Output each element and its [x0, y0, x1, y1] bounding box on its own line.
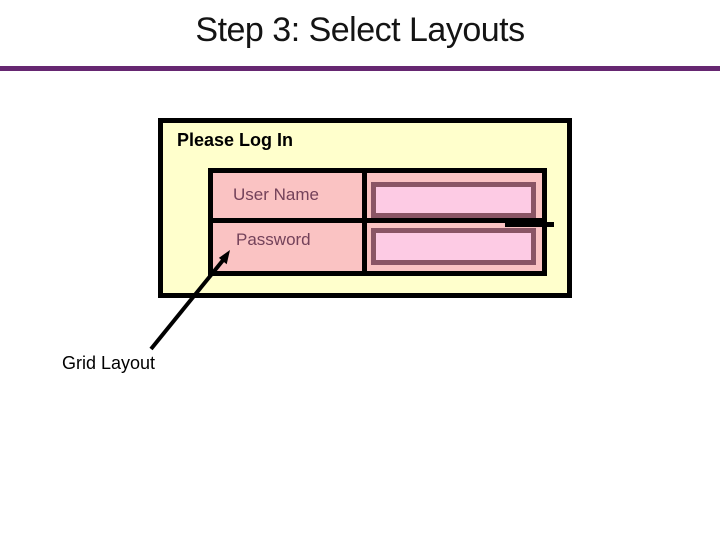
grid-divider-artifact — [505, 222, 554, 227]
password-label: Password — [236, 230, 311, 249]
panel-title: Please Log In — [177, 130, 294, 150]
grid-row-divider — [213, 218, 542, 223]
password-field-mockup — [371, 228, 536, 265]
form-grid: User Name Password — [208, 168, 547, 276]
grid-layout-caption: Grid Layout — [62, 353, 156, 373]
title-accent-rule — [0, 66, 720, 71]
username-field-mockup — [371, 182, 536, 218]
slide-title: Step 3: Select Layouts — [195, 11, 525, 49]
username-label: User Name — [233, 185, 319, 204]
